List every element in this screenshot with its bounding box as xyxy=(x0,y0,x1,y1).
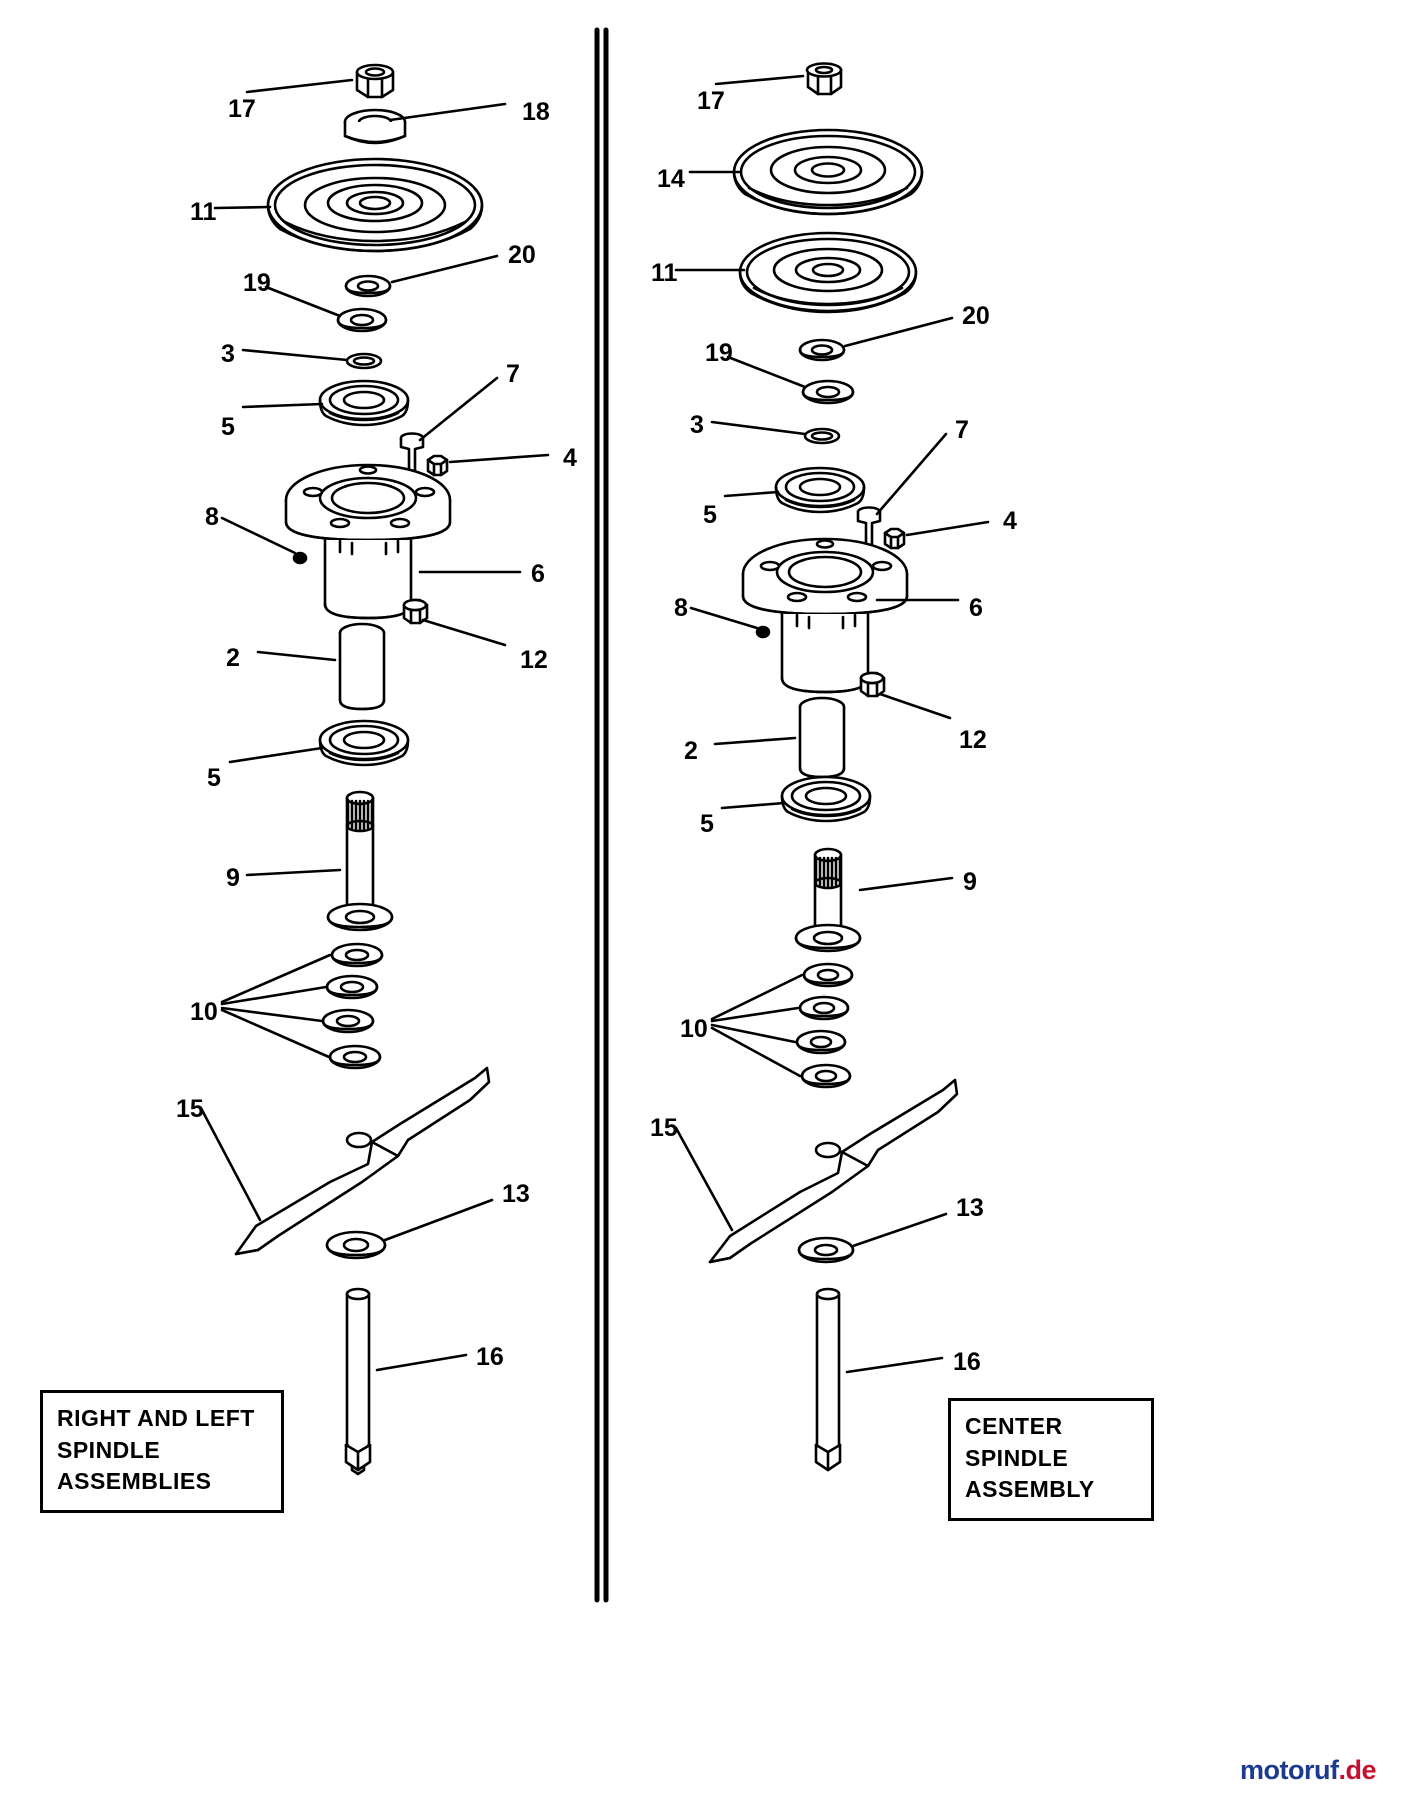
callout-7-right: 7 xyxy=(955,416,969,444)
part-10-washers-left xyxy=(220,942,384,1070)
callout-5-right-lower: 5 xyxy=(700,810,714,838)
callout-20-right: 20 xyxy=(962,302,990,330)
right-caption-box: CENTER SPINDLE ASSEMBLY xyxy=(948,1398,1154,1522)
callout-5-right-upper: 5 xyxy=(703,501,717,529)
callout-11-right: 11 xyxy=(651,259,678,287)
callout-7-left: 7 xyxy=(506,360,520,388)
callout-17-right: 17 xyxy=(697,87,725,115)
part-20-washer-left xyxy=(344,254,499,298)
part-12-nut-left xyxy=(402,598,507,647)
watermark-name: motoruf xyxy=(1240,1755,1339,1785)
callout-11-left: 11 xyxy=(190,198,217,226)
callout-12-left: 12 xyxy=(520,646,548,674)
callout-18-left: 18 xyxy=(522,98,550,126)
callout-15-right: 15 xyxy=(650,1114,678,1142)
callout-10-left: 10 xyxy=(190,998,218,1026)
callout-4-left: 4 xyxy=(563,444,577,472)
callout-3-left: 3 xyxy=(221,340,235,368)
callout-13-left: 13 xyxy=(502,1180,530,1208)
callout-12-right: 12 xyxy=(959,726,987,754)
part-15-blade-left xyxy=(200,1066,491,1256)
callout-9-right: 9 xyxy=(963,868,977,896)
part-5-bearing-left-upper xyxy=(241,379,410,427)
watermark-suffix: .de xyxy=(1338,1755,1376,1785)
part-7-bolt-left xyxy=(399,376,499,484)
part-5-bearing-right-lower xyxy=(720,775,872,823)
callout-17-left: 17 xyxy=(228,95,256,123)
part-2-spacer-right xyxy=(713,696,846,779)
right-caption-line-1: CENTER xyxy=(965,1413,1063,1439)
callout-5-left-lower: 5 xyxy=(207,764,221,792)
part-2-spacer-left xyxy=(256,622,386,711)
center-divider xyxy=(594,27,609,1603)
watermark: motoruf.de xyxy=(1240,1755,1376,1786)
callout-10-right: 10 xyxy=(680,1015,708,1043)
part-10-washers-right xyxy=(710,962,854,1089)
part-13-washer-left xyxy=(325,1198,494,1260)
part-6-housing-right xyxy=(741,537,960,694)
callout-2-left: 2 xyxy=(226,644,240,672)
part-17-locknut-right xyxy=(714,62,843,96)
part-8-pin-right xyxy=(689,606,771,639)
part-6-housing-left xyxy=(284,463,522,620)
callout-16-left: 16 xyxy=(476,1343,504,1371)
callout-19-right: 19 xyxy=(705,339,733,367)
callout-9-left: 9 xyxy=(226,864,240,892)
left-caption-box: RIGHT AND LEFT SPINDLE ASSEMBLIES xyxy=(40,1390,284,1514)
left-caption-line-2: SPINDLE xyxy=(57,1436,161,1463)
part-13-washer-right xyxy=(797,1212,948,1264)
left-caption-line-1: RIGHT AND LEFT xyxy=(57,1405,255,1431)
part-9-shaft-left xyxy=(245,790,394,932)
part-16-bolt-left xyxy=(344,1287,468,1476)
part-20-washer-right xyxy=(798,316,954,362)
callout-13-right: 13 xyxy=(956,1194,984,1222)
callout-8-left: 8 xyxy=(205,503,219,531)
right-caption-line-2: SPINDLE xyxy=(965,1444,1069,1471)
part-11-pulley-right xyxy=(674,231,918,314)
part-15-blade-right xyxy=(674,1078,959,1264)
callout-5-left-upper: 5 xyxy=(221,413,235,441)
part-3-snapring-right xyxy=(710,420,841,445)
callout-14-right: 14 xyxy=(657,165,685,193)
part-14-pulley-right xyxy=(688,128,924,216)
part-16-bolt-right xyxy=(814,1287,944,1472)
part-3-snapring-left xyxy=(241,348,383,370)
part-5-bearing-right-upper xyxy=(723,466,866,514)
left-caption-line-3: ASSEMBLIES xyxy=(57,1468,212,1495)
callout-6-left: 6 xyxy=(531,560,545,588)
callout-15-left: 15 xyxy=(176,1095,204,1123)
part-11-pulley-left xyxy=(213,157,484,253)
part-17-locknut-left xyxy=(245,63,395,99)
callout-16-right: 16 xyxy=(953,1348,981,1376)
callout-3-right: 3 xyxy=(690,411,704,439)
callout-19-left: 19 xyxy=(243,269,271,297)
part-4-nut-right xyxy=(883,520,990,550)
part-19-washer-left xyxy=(264,285,388,333)
part-19-washer-right xyxy=(726,355,855,405)
callout-2-right: 2 xyxy=(684,737,698,765)
callout-4-right: 4 xyxy=(1003,507,1017,535)
part-4-nut-left xyxy=(426,453,550,477)
part-18-collar-left xyxy=(343,102,507,145)
part-9-shaft-right xyxy=(794,847,954,953)
callout-20-left: 20 xyxy=(508,241,536,269)
part-5-bearing-left-lower xyxy=(228,719,410,767)
callout-8-right: 8 xyxy=(674,594,688,622)
callout-6-right: 6 xyxy=(969,594,983,622)
right-caption-line-3: ASSEMBLY xyxy=(965,1476,1095,1503)
part-8-pin-left xyxy=(220,516,308,565)
part-12-nut-right xyxy=(859,671,952,720)
